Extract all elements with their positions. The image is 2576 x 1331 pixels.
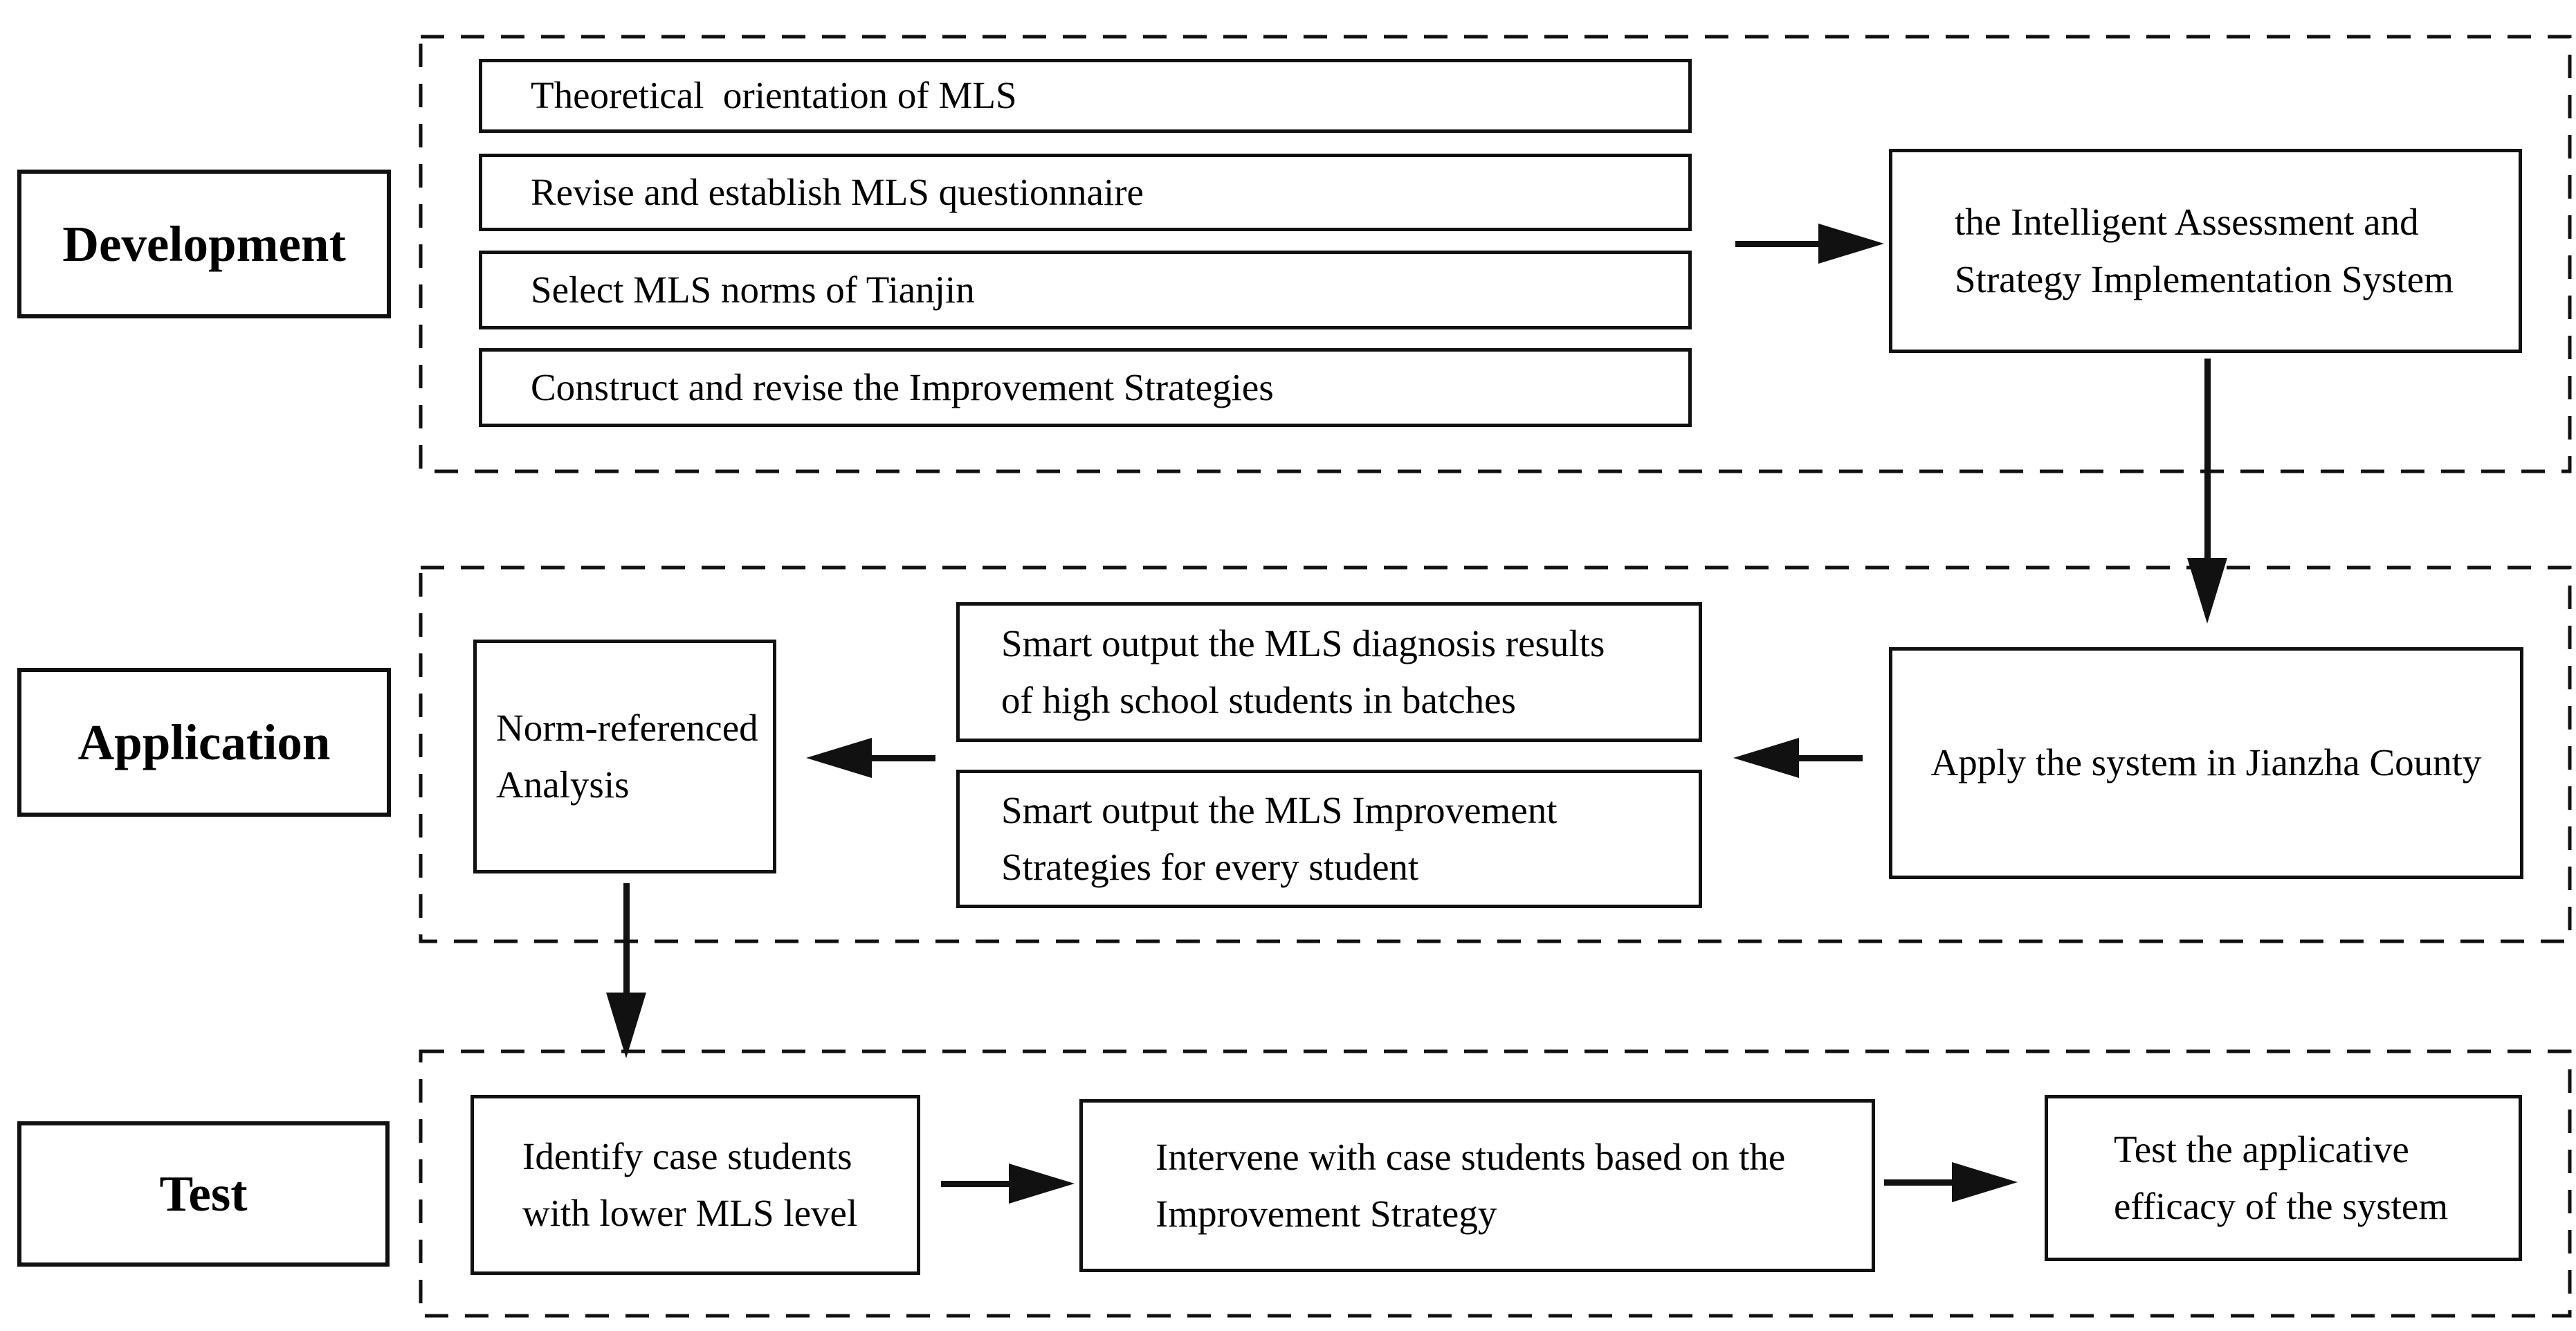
phase-label-text: Application (77, 714, 331, 770)
step-text: Revise and establish MLS questionnaire (531, 170, 1144, 213)
box-text: Smart output the MLS diagnosis results o… (1001, 615, 1605, 730)
arrow-shaft (1797, 755, 1863, 761)
box-text-line: Test the applicative (2114, 1128, 2409, 1170)
arrow-shaft (870, 755, 935, 761)
application-phase-label: Application (17, 668, 391, 817)
arrowhead-right-icon (1952, 1162, 2018, 1202)
box-text-line: Smart output the MLS Improvement (1001, 788, 1558, 831)
box-text-line: Smart output the MLS diagnosis results (1001, 622, 1605, 664)
dev-step-construct-strategies: Construct and revise the Improvement Str… (479, 348, 1692, 427)
arrowhead-down-icon (2187, 558, 2227, 624)
box-text-line: with lower MLS level (522, 1192, 858, 1234)
apply-system-box: Apply the system in Jianzha County (1889, 647, 2523, 879)
phase-label-text: Development (62, 215, 346, 272)
box-text: Intervene with case students based on th… (1155, 1129, 1785, 1243)
box-text-line: Analysis (496, 763, 630, 806)
box-text: Apply the system in Jianzha County (1930, 741, 2482, 784)
arrowhead-left-icon (1733, 738, 1799, 778)
application-phase-frame (419, 565, 2572, 943)
step-text: Theoretical orientation of MLS (531, 74, 1017, 117)
box-text-line: efficacy of the system (2114, 1185, 2449, 1227)
box-text-line: of high school students in batches (1001, 679, 1516, 721)
arrow-shaft (1735, 241, 1822, 247)
identify-case-students-box: Identify case students with lower MLS le… (471, 1095, 920, 1275)
box-text-line: the Intelligent Assessment and (1955, 201, 2419, 243)
box-text: Norm-referenced Analysis (496, 700, 758, 814)
box-text: Identify case students with lower MLS le… (522, 1128, 857, 1242)
norm-referenced-analysis-box: Norm-referenced Analysis (473, 640, 776, 873)
box-text-line: Strategy Implementation System (1955, 257, 2454, 300)
box-text: the Intelligent Assessment and Strategy … (1955, 194, 2454, 308)
development-phase-frame (419, 35, 2572, 473)
arrowhead-down-icon (606, 993, 646, 1058)
box-text-line: Norm-referenced (496, 706, 758, 749)
box-text-line: Strategies for every student (1001, 846, 1419, 888)
box-text-line: Identify case students (522, 1134, 852, 1177)
phase-label-text: Test (159, 1166, 248, 1222)
development-phase-label: Development (17, 170, 391, 318)
arrow-shaft (1884, 1179, 1953, 1186)
box-text-line: Improvement Strategy (1155, 1193, 1497, 1235)
dev-step-select-norms: Select MLS norms of Tianjin (479, 251, 1692, 329)
dev-step-revise-questionnaire: Revise and establish MLS questionnaire (479, 154, 1692, 231)
box-text-line: Intervene with case students based on th… (1155, 1135, 1786, 1178)
arrow-shaft (941, 1181, 1010, 1187)
step-text: Select MLS norms of Tianjin (531, 268, 975, 311)
arrowhead-left-icon (806, 738, 872, 778)
step-text: Construct and revise the Improvement Str… (531, 365, 1274, 408)
arrowhead-right-icon (1009, 1164, 1075, 1204)
test-efficacy-box: Test the applicative efficacy of the sys… (2045, 1095, 2522, 1261)
intelligent-system-box: the Intelligent Assessment and Strategy … (1889, 149, 2522, 353)
arrowhead-right-icon (1818, 224, 1884, 264)
diagnosis-results-box: Smart output the MLS diagnosis results o… (956, 602, 1702, 742)
arrow-shaft (623, 883, 630, 995)
arrow-shaft (2204, 359, 2211, 561)
intervene-box: Intervene with case students based on th… (1079, 1099, 1875, 1272)
test-phase-label: Test (17, 1121, 390, 1267)
box-text: Smart output the MLS Improvement Strateg… (1001, 782, 1558, 896)
box-text: Test the applicative efficacy of the sys… (2114, 1121, 2448, 1235)
improvement-strategies-box: Smart output the MLS Improvement Strateg… (956, 770, 1702, 908)
dev-step-theoretical-orientation: Theoretical orientation of MLS (479, 59, 1692, 133)
